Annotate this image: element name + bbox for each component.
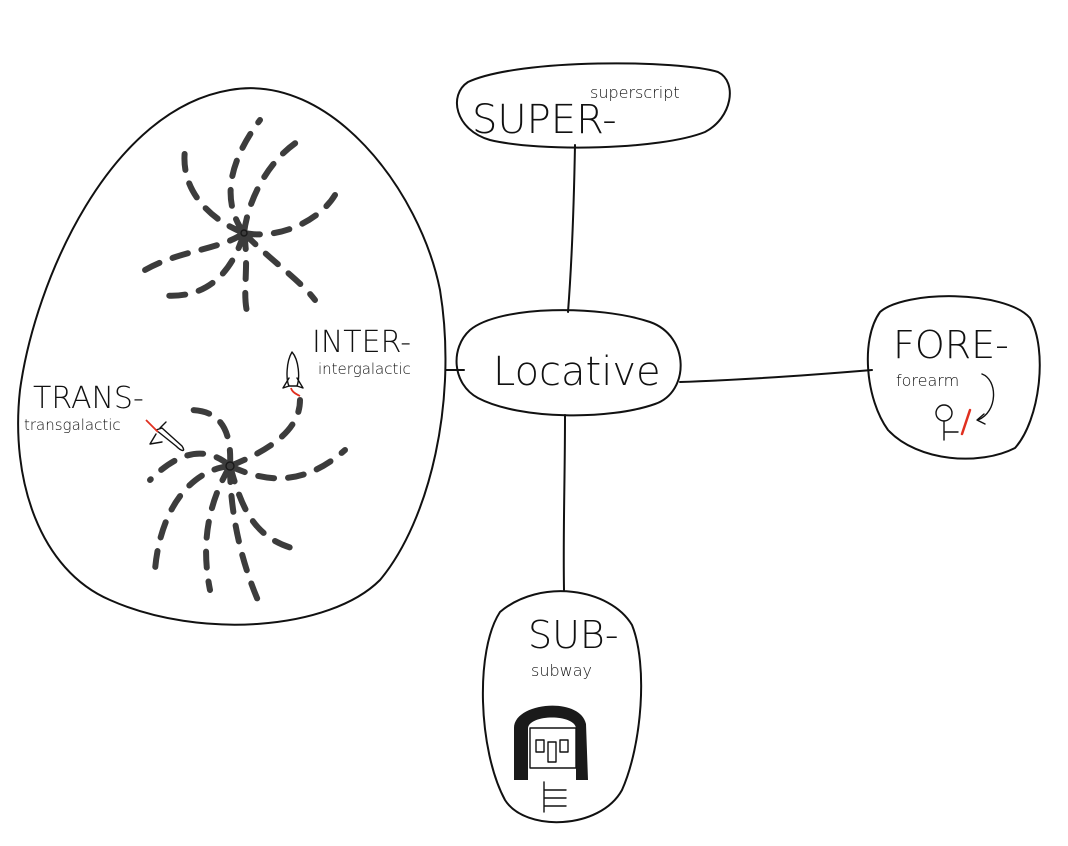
fore-example: forearm — [896, 371, 959, 390]
lower-galaxy-icon — [147, 397, 348, 608]
sub-node[interactable]: SUB- subway — [481, 590, 643, 824]
center-label: Locative — [493, 349, 661, 395]
super-example: superscript — [590, 83, 680, 102]
galaxy-bubble — [17, 87, 447, 626]
fore-node[interactable]: FORE- forearm — [866, 295, 1041, 460]
rocket-vertical-icon — [282, 351, 304, 397]
sub-bubble — [481, 590, 643, 824]
galaxy-node[interactable]: INTER- intergalactic TRANS- transgalacti… — [17, 87, 447, 626]
upper-galaxy-icon — [142, 117, 338, 323]
connector-fore — [679, 369, 873, 383]
super-node[interactable]: SUPER- superscript — [456, 62, 731, 149]
sub-prefix: SUB- — [528, 613, 619, 657]
inter-prefix: INTER- — [312, 325, 411, 360]
connector-sub — [562, 414, 566, 591]
fore-bubble — [866, 295, 1041, 460]
trans-example: transgalactic — [24, 416, 121, 434]
center-node[interactable]: Locative — [455, 309, 682, 417]
fore-prefix: FORE- — [893, 323, 1009, 367]
connector-super — [567, 144, 576, 313]
rocket-diagonal-icon — [145, 419, 185, 452]
trans-prefix: TRANS- — [33, 381, 144, 416]
super-bubble — [456, 62, 731, 149]
inter-example: intergalactic — [318, 360, 411, 378]
forearm-figure-icon — [935, 373, 995, 441]
subway-train-icon — [514, 705, 588, 813]
center-bubble — [455, 309, 682, 417]
sub-example: subway — [531, 661, 592, 680]
super-prefix: SUPER- — [472, 97, 617, 143]
